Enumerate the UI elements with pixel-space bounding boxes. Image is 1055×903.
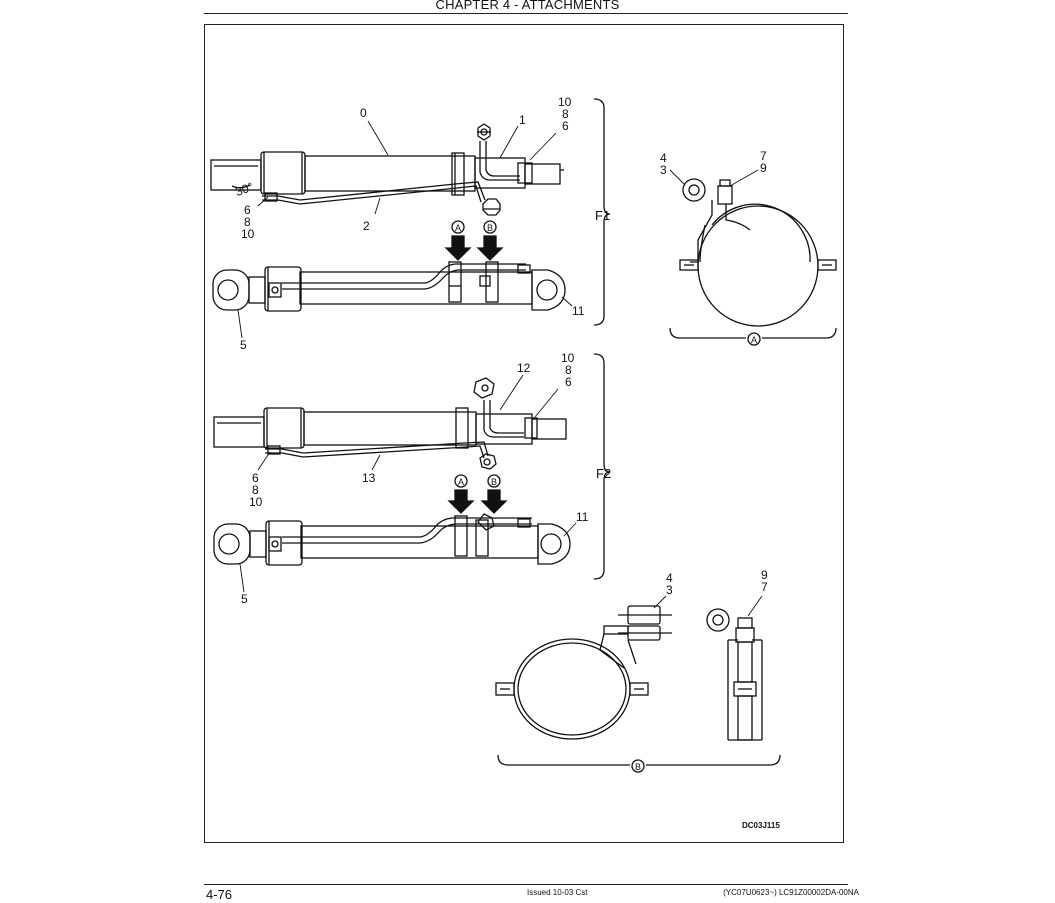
detail-a-callout-lines	[669, 169, 759, 187]
callout-11-f1: 11	[572, 304, 585, 318]
detail-b-bracket	[497, 754, 781, 766]
detail-a-callout-7: 7	[760, 149, 767, 163]
callout-8-top-f2: 8	[565, 363, 572, 377]
f1-side-callout-lines	[237, 296, 573, 339]
callout-8-top: 8	[562, 107, 569, 121]
detail-b-clamp-side	[706, 608, 763, 741]
f2-cylinder-side	[213, 513, 571, 566]
f2-cylinder-top	[213, 377, 567, 470]
f1-arrow-a	[444, 220, 472, 261]
callout-10-left-f2: 10	[249, 495, 263, 509]
detail-b-callout-4: 4	[666, 571, 673, 585]
detail-b-callout-3: 3	[666, 583, 673, 597]
callout-5-f2: 5	[241, 592, 248, 606]
f1-arrow-b-label: B	[487, 223, 493, 233]
f2-arrow-b-label: B	[491, 477, 497, 487]
f1-callout-lines	[257, 120, 557, 215]
detail-a-label: A	[751, 335, 757, 345]
detail-a-callout-4: 4	[660, 151, 667, 165]
detail-b-callout-7: 7	[761, 580, 768, 594]
detail-a-callout-9: 9	[760, 161, 767, 175]
angle-label: 30°	[234, 180, 256, 199]
f1-arrow-a-label: A	[455, 223, 461, 233]
detail-b-marker	[631, 759, 645, 773]
issued-date: Issued 10-03 Cst	[527, 888, 588, 897]
detail-b-label: B	[635, 762, 641, 772]
callout-10-top-f2: 10	[561, 351, 575, 365]
callout-0: 0	[360, 106, 367, 120]
f1-arrow-b	[476, 220, 504, 261]
callout-6-left: 6	[244, 203, 251, 217]
callout-8-left: 8	[244, 215, 251, 229]
detail-a-clamp	[679, 178, 837, 327]
detail-a-callout-3: 3	[660, 163, 667, 177]
callout-2: 2	[363, 219, 370, 233]
page-number: 4-76	[206, 887, 233, 902]
group-f1-label: F1	[595, 208, 610, 223]
f2-side-callout-lines	[239, 522, 577, 593]
f1-cylinder-side	[212, 261, 566, 312]
callout-13: 13	[362, 471, 376, 485]
callout-6-left-f2: 6	[252, 471, 259, 485]
f1-brace	[593, 98, 611, 326]
figure-code: DC03J115	[742, 821, 780, 830]
callout-6-top: 6	[562, 119, 569, 133]
f2-callout-lines	[257, 374, 559, 471]
callout-12: 12	[517, 361, 531, 375]
callout-10-top: 10	[558, 95, 572, 109]
callout-8-left-f2: 8	[252, 483, 259, 497]
detail-a-marker	[747, 332, 761, 346]
group-f2-label: F2	[596, 466, 611, 481]
f2-brace	[593, 353, 611, 580]
detail-b-clamp	[495, 605, 672, 740]
callout-11-f2: 11	[576, 510, 589, 524]
f2-arrow-a	[447, 474, 475, 514]
callout-10-left: 10	[241, 227, 255, 241]
f1-cylinder-top: 30°	[210, 123, 564, 216]
f2-arrow-b	[480, 474, 508, 514]
header-rule	[204, 13, 848, 14]
document-code: (YC07U0623~) LC91Z00002DA-00NA	[723, 888, 859, 897]
chapter-title: CHAPTER 4 - ATTACHMENTS	[435, 0, 620, 12]
callout-5-f1: 5	[240, 338, 247, 352]
footer-rule	[204, 884, 848, 885]
detail-b-callout-9: 9	[761, 568, 768, 582]
detail-a-bracket	[669, 327, 837, 339]
callout-1: 1	[519, 113, 526, 127]
f2-arrow-a-label: A	[458, 477, 464, 487]
figure-frame	[204, 24, 844, 843]
detail-b-callout-lines	[653, 595, 763, 617]
callout-6-top-f2: 6	[565, 375, 572, 389]
